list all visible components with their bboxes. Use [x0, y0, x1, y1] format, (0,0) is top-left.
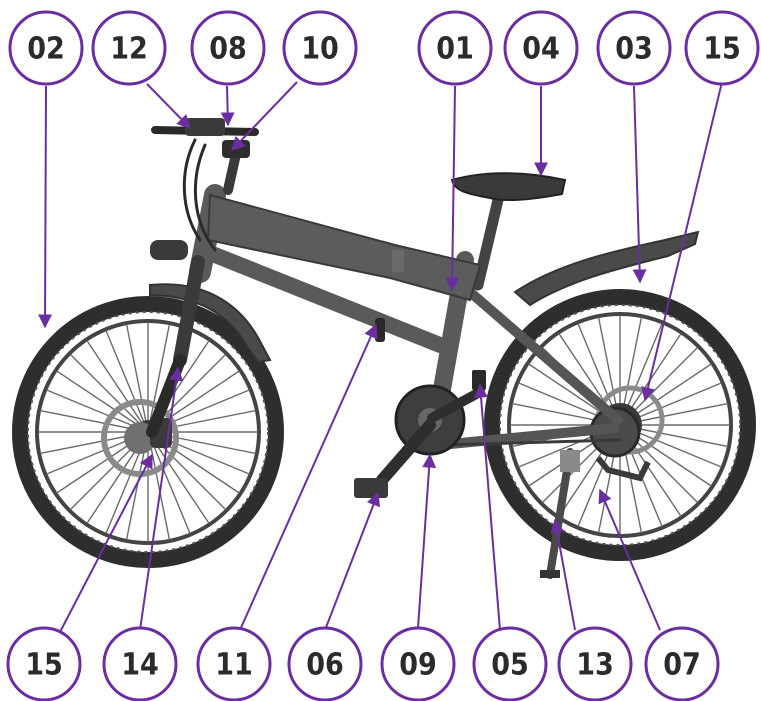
callout-bottom-05: 05 [474, 628, 546, 700]
callout-top-10: 10 [284, 12, 356, 84]
callout-top-12: 12 [93, 12, 165, 84]
callout-label: 14 [121, 648, 159, 683]
callout-label: 13 [576, 648, 614, 683]
callout-label: 07 [663, 648, 701, 683]
callout-label: 08 [209, 32, 247, 67]
callout-bottom-14: 14 [104, 628, 176, 700]
leader-02 [45, 86, 46, 327]
callout-bottom-09: 09 [382, 628, 454, 700]
callout-label: 11 [215, 648, 253, 683]
callout-label: 09 [399, 648, 437, 683]
leader-12 [147, 84, 190, 128]
callout-label: 15 [703, 32, 741, 67]
saddle [452, 173, 565, 200]
callout-label: 06 [306, 648, 344, 683]
callout-bottom-13: 13 [559, 628, 631, 700]
callout-label: 05 [491, 648, 529, 683]
callout-top-01: 01 [419, 12, 491, 84]
callout-bottom-06: 06 [289, 628, 361, 700]
callout-bottom-07: 07 [646, 628, 718, 700]
callout-bottom-11: 11 [198, 628, 270, 700]
leader-10 [232, 82, 297, 150]
battery-top-tube [208, 195, 480, 300]
callout-top-02: 02 [10, 12, 82, 84]
callout-label: 10 [301, 32, 339, 67]
drivetrain [354, 370, 486, 498]
callout-label: 02 [27, 32, 65, 67]
callout-label: 15 [25, 648, 63, 683]
callout-bottom-15: 15 [8, 628, 80, 700]
callout-label: 04 [522, 32, 560, 67]
bike-illustration [20, 118, 748, 578]
callout-label: 03 [615, 32, 653, 67]
leader-09 [418, 455, 430, 628]
fold-lever [375, 318, 385, 342]
kickstand [540, 450, 580, 578]
callout-top-15: 15 [686, 12, 758, 84]
callout-top-08: 08 [192, 12, 264, 84]
leader-06 [325, 493, 378, 630]
callout-top-04: 04 [505, 12, 577, 84]
callout-top-03: 03 [598, 12, 670, 84]
leader-08 [227, 86, 228, 125]
callout-label: 12 [110, 32, 148, 67]
callout-label: 01 [436, 32, 474, 67]
